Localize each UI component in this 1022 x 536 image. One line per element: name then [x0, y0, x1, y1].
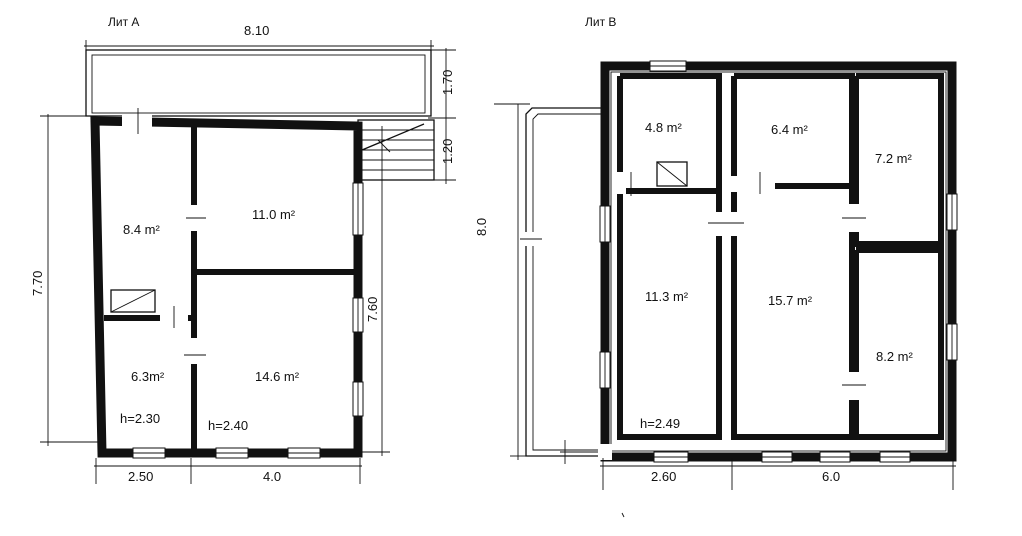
lit-a-room-area: 6.3m² — [131, 369, 165, 384]
lit-a-dim-label: 7.60 — [365, 297, 380, 322]
lit-a-dim-label: 8.10 — [244, 23, 269, 38]
lit-b-room-area: 7.2 m² — [875, 151, 913, 166]
lit-a-outer-wall — [90, 116, 363, 458]
lit-b-room-area: 8.2 m² — [876, 349, 914, 364]
lit-b-dim-label: 2.60 — [651, 469, 676, 484]
lit-a-porch — [85, 49, 432, 117]
lit-b-room-area: 6.4 m² — [771, 122, 809, 137]
lit-b-room-area: 11.3 m² — [645, 289, 689, 304]
lit-b-room-height: h=2.49 — [640, 416, 680, 431]
lit-a-plan: Лит А — [30, 15, 456, 484]
lit-b-veranda — [520, 107, 601, 457]
lit-a-stove — [110, 289, 156, 313]
lit-a-dim-label: 7.70 — [30, 271, 45, 296]
lit-a-room-area: 11.0 m² — [252, 207, 296, 222]
lit-a-title: Лит А — [108, 15, 139, 29]
lit-a-dim-label: 1.70 — [440, 70, 455, 95]
lit-a-windows — [132, 182, 364, 459]
lit-b-room-area: 4.8 m² — [645, 120, 683, 135]
lit-a-dim-label: 1.20 — [440, 139, 455, 164]
lit-a-doors — [122, 108, 206, 364]
lit-b-doors — [560, 172, 866, 464]
lit-a-room-height: h=2.40 — [208, 418, 248, 433]
lit-b-dim-label: 6.0 — [822, 469, 840, 484]
lit-a-room-area: 14.6 m² — [255, 369, 300, 384]
lit-b-dimensions — [494, 103, 956, 518]
lit-a-room-area: 8.4 m² — [123, 222, 161, 237]
lit-a-dimensions — [40, 40, 456, 484]
lit-b-windows — [599, 60, 958, 463]
lit-b-title: Лит В — [585, 15, 616, 29]
lit-a-dim-label: 4.0 — [263, 469, 281, 484]
lit-a-stairs — [357, 119, 435, 181]
lit-a-room-height: h=2.30 — [120, 411, 160, 426]
lit-b-stove — [656, 161, 688, 187]
lit-b-plan: Лит В — [474, 15, 958, 518]
lit-b-dim-label: 8.0 — [474, 218, 489, 236]
lit-b-room-area: 15.7 m² — [768, 293, 813, 308]
lit-a-dim-label: 2.50 — [128, 469, 153, 484]
